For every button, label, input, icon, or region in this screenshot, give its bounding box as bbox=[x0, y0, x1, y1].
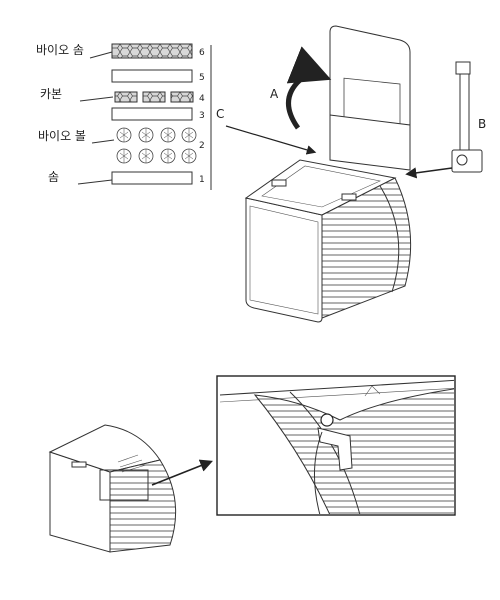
detail-latch-tab bbox=[364, 385, 381, 397]
layer-5-pad bbox=[111, 69, 193, 83]
detail-zoom-box bbox=[99, 469, 149, 501]
leader-sponge bbox=[77, 179, 113, 185]
layer-number-4: 4 bbox=[199, 94, 205, 104]
zoom-arrow bbox=[151, 459, 213, 486]
detail-bolt bbox=[320, 413, 334, 427]
detail-ribbed-surface bbox=[253, 388, 454, 514]
filter-box-closed bbox=[48, 424, 177, 553]
label-bio-ball: 바이오 볼 bbox=[38, 129, 86, 143]
pump-tube-cap bbox=[455, 61, 471, 75]
arrow-a-rotate: A bbox=[270, 46, 332, 130]
leader-bio-ball bbox=[91, 139, 115, 144]
callout-b: B bbox=[478, 117, 486, 131]
callout-c: C bbox=[216, 107, 224, 121]
latch-right bbox=[341, 193, 357, 201]
detail-tube bbox=[314, 431, 323, 514]
lid-lower-panel bbox=[329, 114, 411, 171]
callout-a: A bbox=[270, 87, 279, 101]
detail-inset bbox=[216, 375, 456, 516]
latch-left bbox=[271, 179, 287, 187]
detail-curve-edge bbox=[289, 391, 361, 514]
label-carbon: 카본 bbox=[40, 87, 62, 101]
pump-tube bbox=[459, 71, 470, 163]
filter-media-stack: 6 바이오 솜 5 4 카본 3 bbox=[36, 43, 212, 190]
layer-number-2: 2 bbox=[199, 141, 205, 151]
label-bio-sponge: 바이오 솜 bbox=[36, 43, 84, 57]
layer-number-1: 1 bbox=[199, 175, 205, 185]
layer-sponge bbox=[111, 171, 193, 185]
detail-clip-bracket bbox=[317, 427, 353, 471]
arrow-b bbox=[405, 167, 453, 179]
pump-part-b: B bbox=[405, 61, 486, 179]
leader-bio-sponge bbox=[89, 51, 113, 59]
pump-outlet bbox=[456, 154, 468, 166]
layer-bio-sponge bbox=[111, 43, 193, 59]
box-front-face bbox=[245, 197, 323, 323]
closed-box-ribbed-side bbox=[109, 459, 177, 553]
closed-box-vents bbox=[117, 454, 147, 473]
box-side-curve bbox=[379, 185, 400, 293]
leader-carbon bbox=[79, 96, 114, 102]
layer-carbon bbox=[114, 91, 194, 103]
arrow-c: C bbox=[216, 107, 317, 155]
filter-box-open bbox=[244, 25, 412, 323]
layer-bio-balls bbox=[116, 127, 197, 164]
box-top-inner bbox=[261, 165, 381, 208]
box-front-inner bbox=[249, 205, 319, 315]
label-sponge: 솜 bbox=[48, 170, 59, 184]
box-ribbed-side bbox=[321, 177, 412, 319]
layer-number-6: 6 bbox=[199, 48, 205, 58]
layer-number-3: 3 bbox=[199, 111, 205, 121]
closed-box-latch bbox=[71, 461, 87, 468]
layer-number-5: 5 bbox=[199, 73, 205, 83]
layer-3-pad bbox=[111, 107, 193, 121]
